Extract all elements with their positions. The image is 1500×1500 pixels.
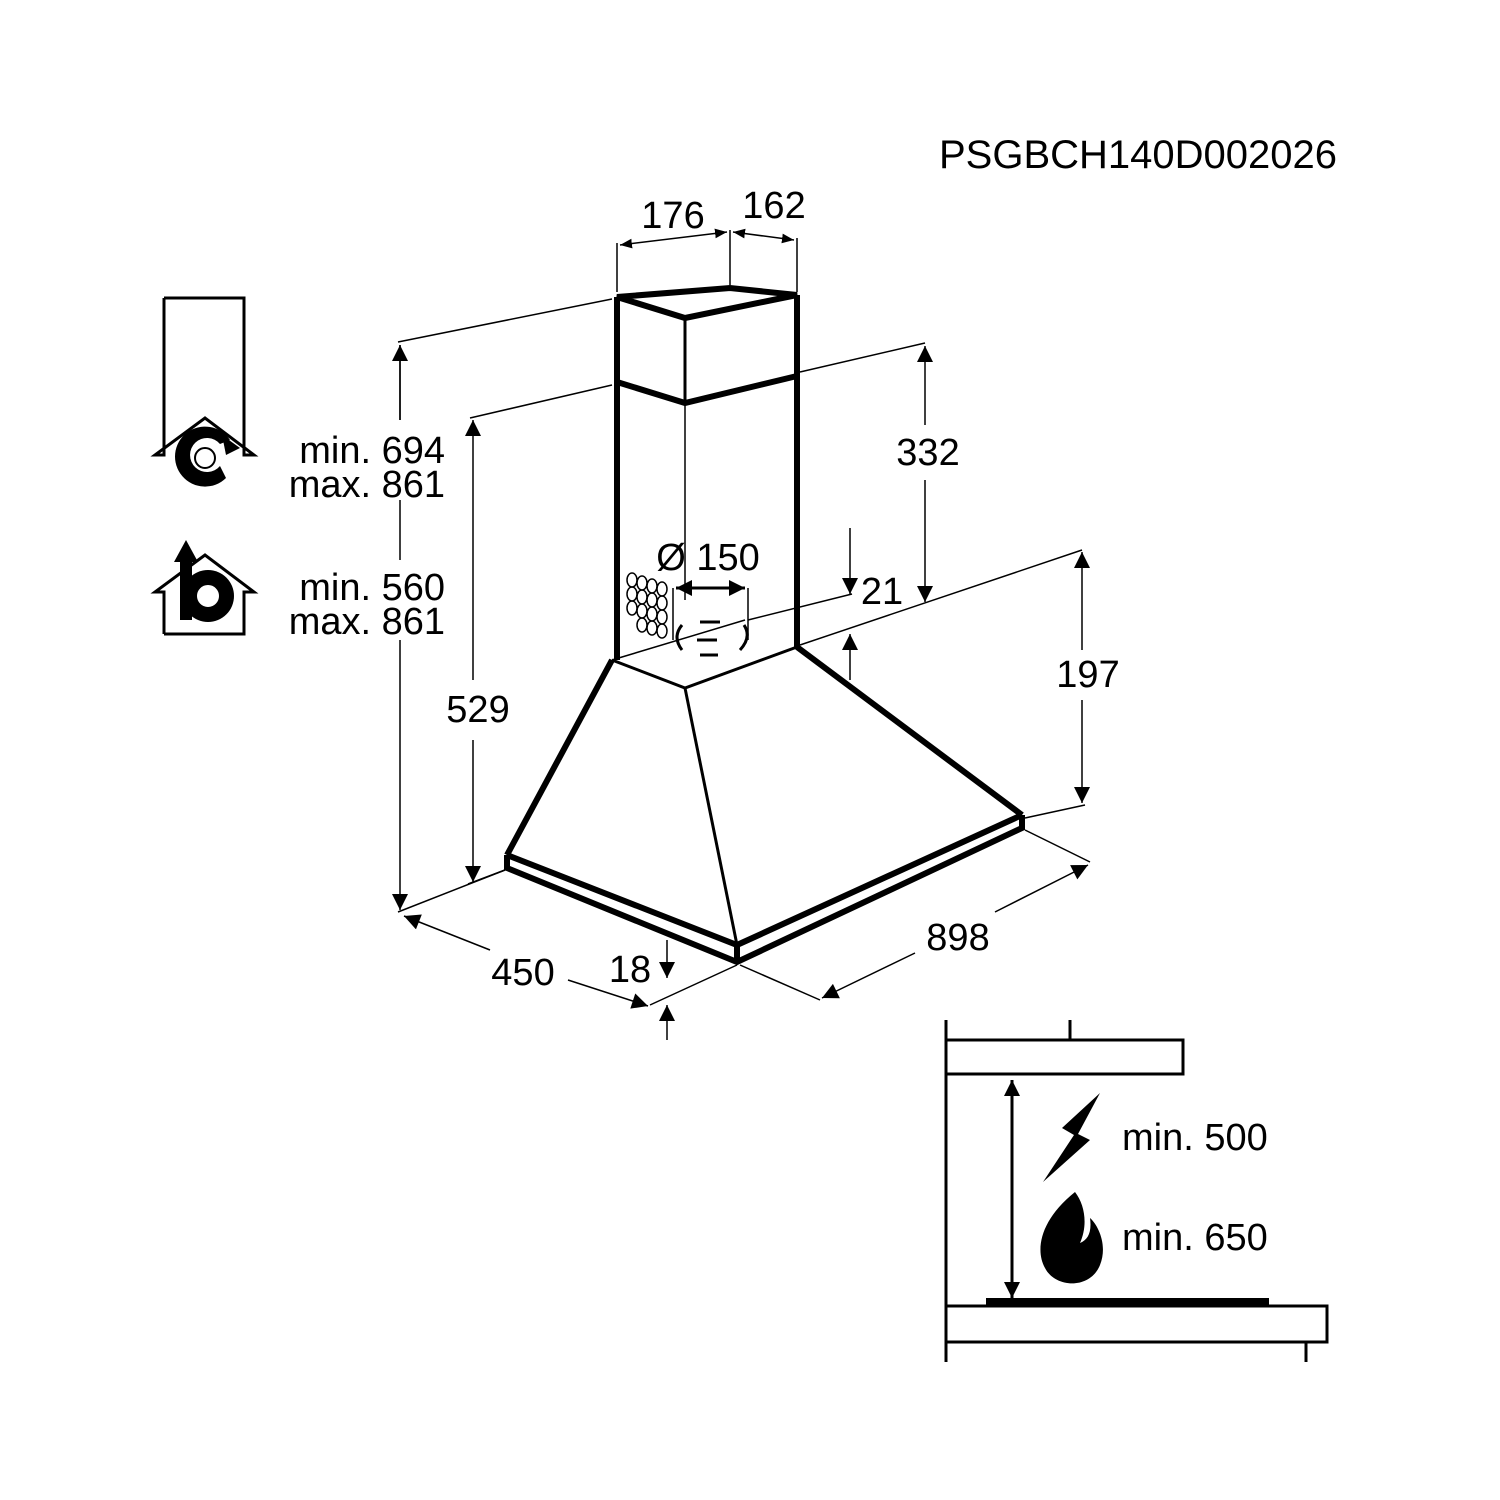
dim-chimney-depth: 162 (742, 185, 805, 227)
gas-clearance: min. 650 (1122, 1217, 1268, 1259)
house-extraction-icon (150, 540, 259, 636)
hood-outline (504, 284, 1025, 966)
dim-trim: 18 (609, 949, 651, 991)
dim-332 (799, 342, 933, 602)
dim-upper-chimney: 332 (896, 432, 959, 474)
clearance-diagram (944, 1020, 1329, 1362)
grease-filter-mesh (626, 572, 668, 639)
lightning-icon (1043, 1093, 1100, 1182)
dim-529 (465, 384, 613, 885)
house-recirculation-icon (150, 296, 259, 487)
recirculation-min: min. 694 (299, 430, 445, 472)
recirculation-max: max. 861 (289, 464, 445, 506)
dim-width: 898 (926, 917, 989, 959)
dim-450 (397, 869, 738, 1009)
dim-duct-diameter: Ø 150 (656, 537, 760, 579)
extraction-min: min. 560 (299, 567, 445, 609)
dim-overall-height-529: 529 (446, 689, 509, 731)
flame-icon (1040, 1192, 1103, 1284)
dim-898 (739, 829, 1091, 1001)
dim-offset: 21 (861, 571, 903, 613)
model-code: PSGBCH140D002026 (939, 133, 1337, 177)
extraction-max: max. 861 (289, 601, 445, 643)
duct-outlet (672, 580, 749, 657)
dim-chimney-top (616, 228, 798, 292)
dim-chimney-width: 176 (641, 195, 704, 237)
dim-197 (1024, 552, 1090, 819)
electric-clearance: min. 500 (1122, 1117, 1268, 1159)
dim-depth: 450 (491, 952, 554, 994)
dim-overall-height (392, 298, 613, 910)
dim-hood-height: 197 (1056, 654, 1119, 696)
dim-21 (747, 528, 1083, 680)
